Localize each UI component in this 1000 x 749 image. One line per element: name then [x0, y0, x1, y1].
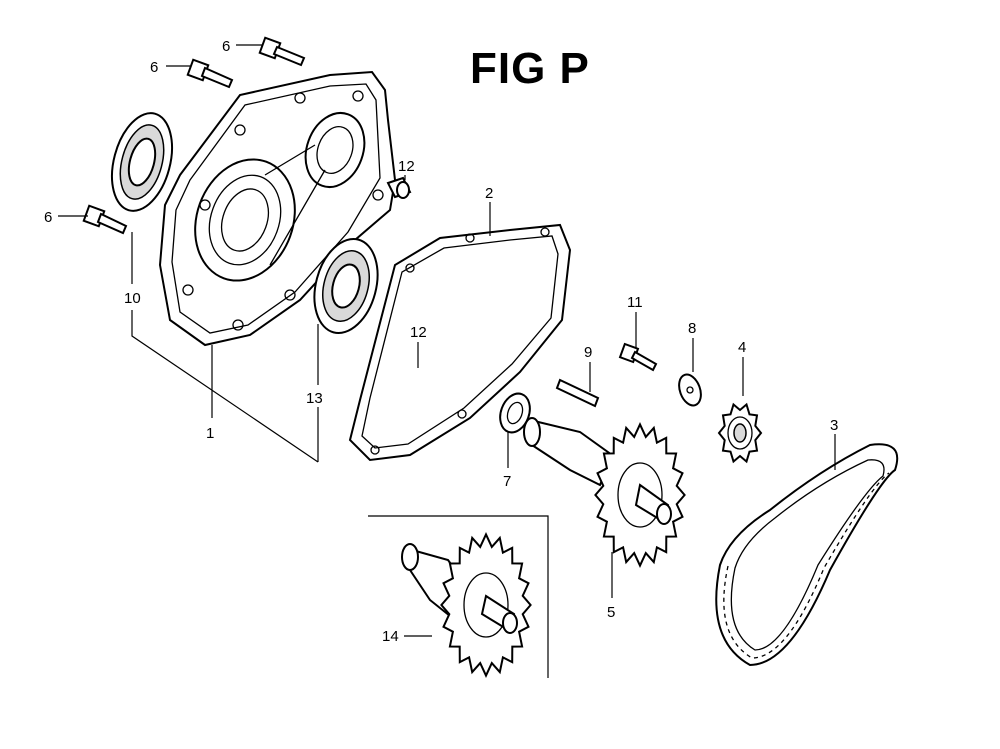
callout-6: 6	[222, 38, 230, 55]
callout-11: 11	[627, 294, 643, 311]
callout-13: 13	[306, 390, 323, 407]
gasket-part	[348, 223, 572, 462]
callout-12: 12	[398, 158, 415, 175]
callout-5: 5	[607, 604, 615, 621]
callout-6: 6	[44, 209, 52, 226]
callout-8: 8	[688, 320, 696, 337]
drive-chain-part	[715, 443, 899, 667]
ball-bearing-part	[313, 237, 379, 335]
callout-9: 9	[584, 344, 592, 361]
key-pin-part	[555, 378, 600, 408]
washer-part	[499, 392, 531, 434]
callout-12: 12	[410, 324, 427, 341]
flange-bolt-part	[258, 36, 306, 67]
flat-washer-part	[678, 373, 702, 407]
callout-4: 4	[738, 339, 746, 356]
callout-1: 1	[206, 425, 214, 442]
inset-frame	[368, 515, 549, 678]
callout-7: 7	[503, 473, 511, 490]
flange-bolt-part	[186, 58, 234, 89]
case-cover-part	[158, 70, 397, 347]
figure-title: FIG P	[470, 44, 590, 93]
callout-labels: 6 6 6 10 1 13 12 12 2 7 9 11 8 4 3 5 14	[44, 38, 838, 645]
leader-lines	[58, 44, 836, 637]
callout-14: 14	[382, 628, 399, 645]
callout-2: 2	[485, 185, 493, 202]
drive-sprocket-part	[717, 402, 763, 464]
alternate-shaft-sprocket-part	[401, 532, 532, 678]
shaft-sprocket-part	[523, 417, 686, 568]
oil-seal-part	[111, 112, 173, 212]
bolt-part	[618, 342, 658, 372]
callout-10: 10	[124, 290, 141, 307]
callout-3: 3	[830, 417, 838, 434]
dowel-pin-part	[386, 176, 412, 199]
flange-bolt-part	[82, 204, 128, 235]
callout-6: 6	[150, 59, 158, 76]
